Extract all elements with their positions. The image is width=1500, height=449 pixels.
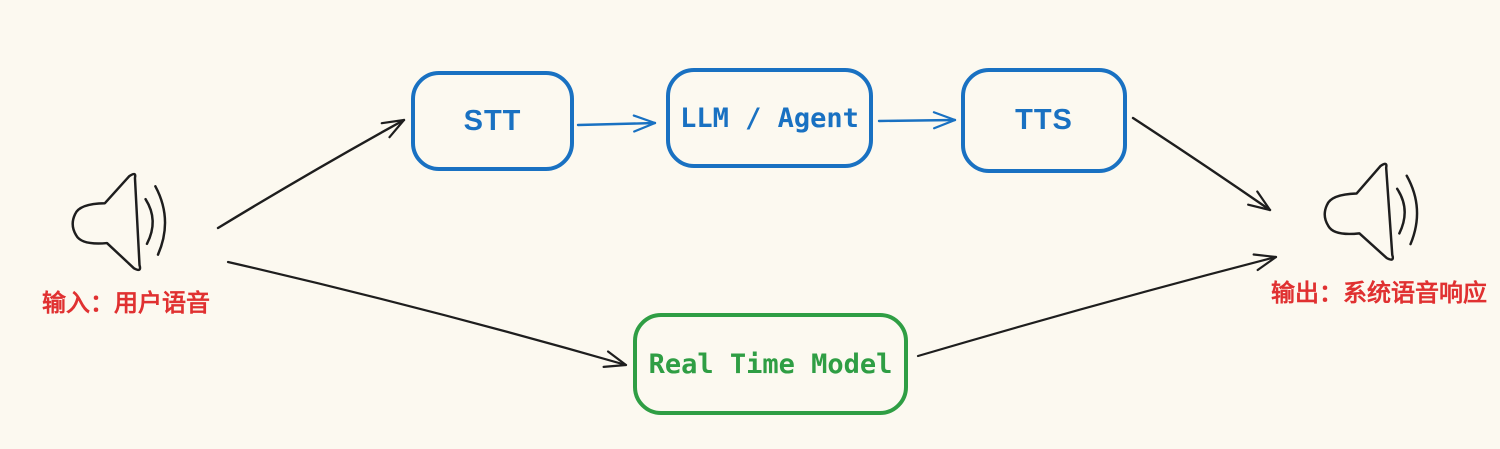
- node-stt: STT: [411, 71, 574, 171]
- node-realtime-model: Real Time Model: [633, 313, 908, 415]
- node-llm-agent: LLM / Agent: [666, 68, 873, 168]
- arrow-llm-to-tts: [877, 111, 957, 130]
- node-llm-agent-label: LLM / Agent: [680, 102, 859, 134]
- arrow-stt-to-llm: [576, 114, 657, 133]
- sound-wave-outer: [154, 185, 167, 256]
- sound-wave-inner: [1395, 187, 1406, 235]
- node-stt-label: STT: [463, 104, 522, 137]
- input-caption: 输入：用户语音: [42, 290, 210, 317]
- arrow-tts-to-output: [1131, 116, 1272, 212]
- arrow-input-to-realtime-model: [226, 260, 628, 368]
- node-tts: TTS: [961, 68, 1127, 173]
- node-realtime-model-label: Real Time Model: [648, 348, 893, 380]
- output-caption: 输出：系统语音响应: [1271, 280, 1487, 307]
- arrow-input-to-stt: [216, 118, 406, 230]
- speaker-cone: [1323, 162, 1395, 261]
- arrow-realtime-model-to-output: [916, 253, 1278, 358]
- speaker-input-icon: [71, 172, 167, 272]
- sound-wave-inner: [144, 197, 154, 246]
- speaker-cone: [71, 172, 142, 272]
- sound-wave-outer: [1405, 174, 1419, 246]
- speaker-output-icon: [1323, 162, 1419, 261]
- node-tts-label: TTS: [1015, 104, 1073, 136]
